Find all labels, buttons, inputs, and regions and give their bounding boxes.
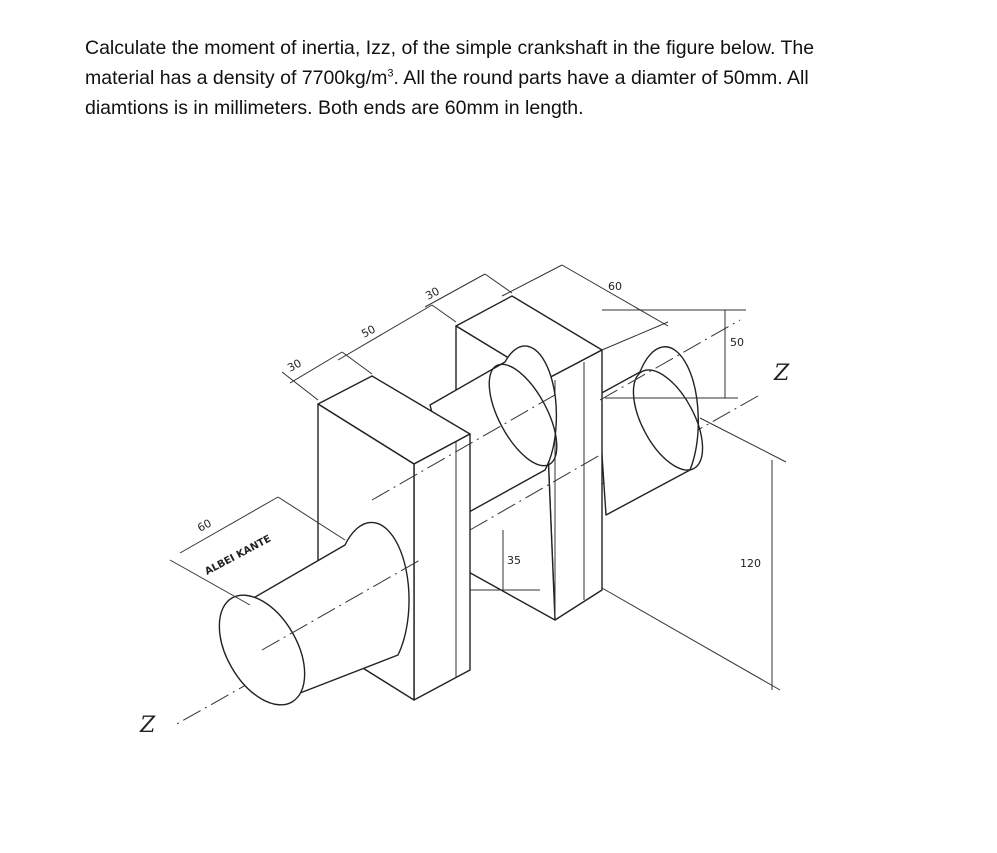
dim-right-web-thickness: 30 xyxy=(423,285,441,303)
dim-left-end: 60 xyxy=(195,517,213,535)
problem-line-1: Calculate the moment of inertia, Izz, of… xyxy=(85,37,815,59)
dimension-lines xyxy=(169,264,787,691)
edge-note: ALBEI KANTE xyxy=(203,533,273,577)
dim-block-height: 120 xyxy=(740,557,761,570)
problem-line-2a: material has a density of 7700kg/m xyxy=(85,67,388,89)
dim-block-width: 60 xyxy=(608,280,622,293)
problem-line-2b: . All the round parts have a diamter of … xyxy=(393,67,809,89)
dim-crankpin-length: 50 xyxy=(359,323,377,341)
dim-left-web-thickness: 30 xyxy=(285,357,303,375)
dim-offset-top: 50 xyxy=(730,336,744,349)
right-shaft-end xyxy=(597,346,704,516)
z-axis-label-right: Z xyxy=(773,361,790,386)
problem-line-3: diamtions is in millimeters. Both ends a… xyxy=(85,97,584,119)
problem-statement: Calculate the moment of inertia, Izz, of… xyxy=(85,33,925,123)
problem-exponent: 3 xyxy=(387,67,394,80)
centerline-overlay xyxy=(261,319,741,651)
dim-offset-low: 35 xyxy=(507,554,521,567)
z-axis-label-left: Z xyxy=(139,713,156,738)
